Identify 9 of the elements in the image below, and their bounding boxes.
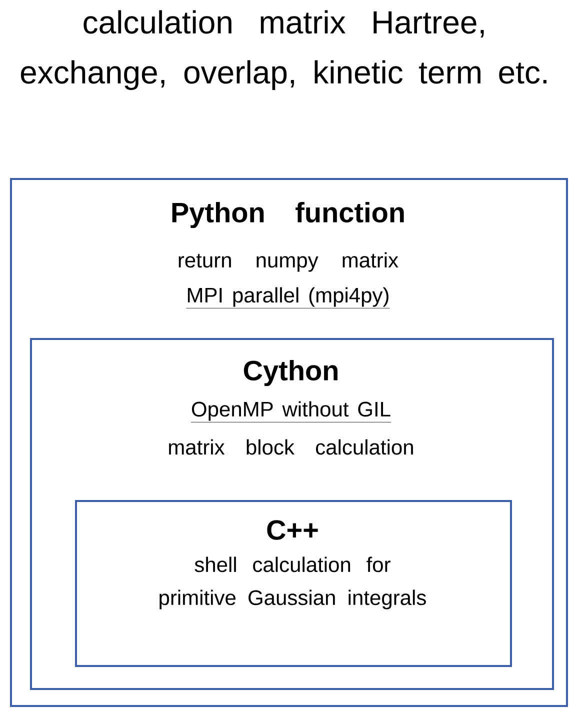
box-heading: Python function xyxy=(172,202,404,228)
box-text: MPI parallel (mpi4py) xyxy=(186,287,390,308)
box-text: OpenMP without GIL xyxy=(190,401,392,422)
title: calculation matrix Hartree, exchange, overlap, kinetic term etc. xyxy=(20,10,546,90)
box-text: return numpy matrix xyxy=(178,252,398,272)
box-text: shell calculation for primitive Gaussian integrals xyxy=(160,556,426,610)
box-text: matrix block calculation xyxy=(169,439,413,455)
box-heading: Cython xyxy=(244,360,338,386)
box-heading: C++ xyxy=(267,520,318,540)
